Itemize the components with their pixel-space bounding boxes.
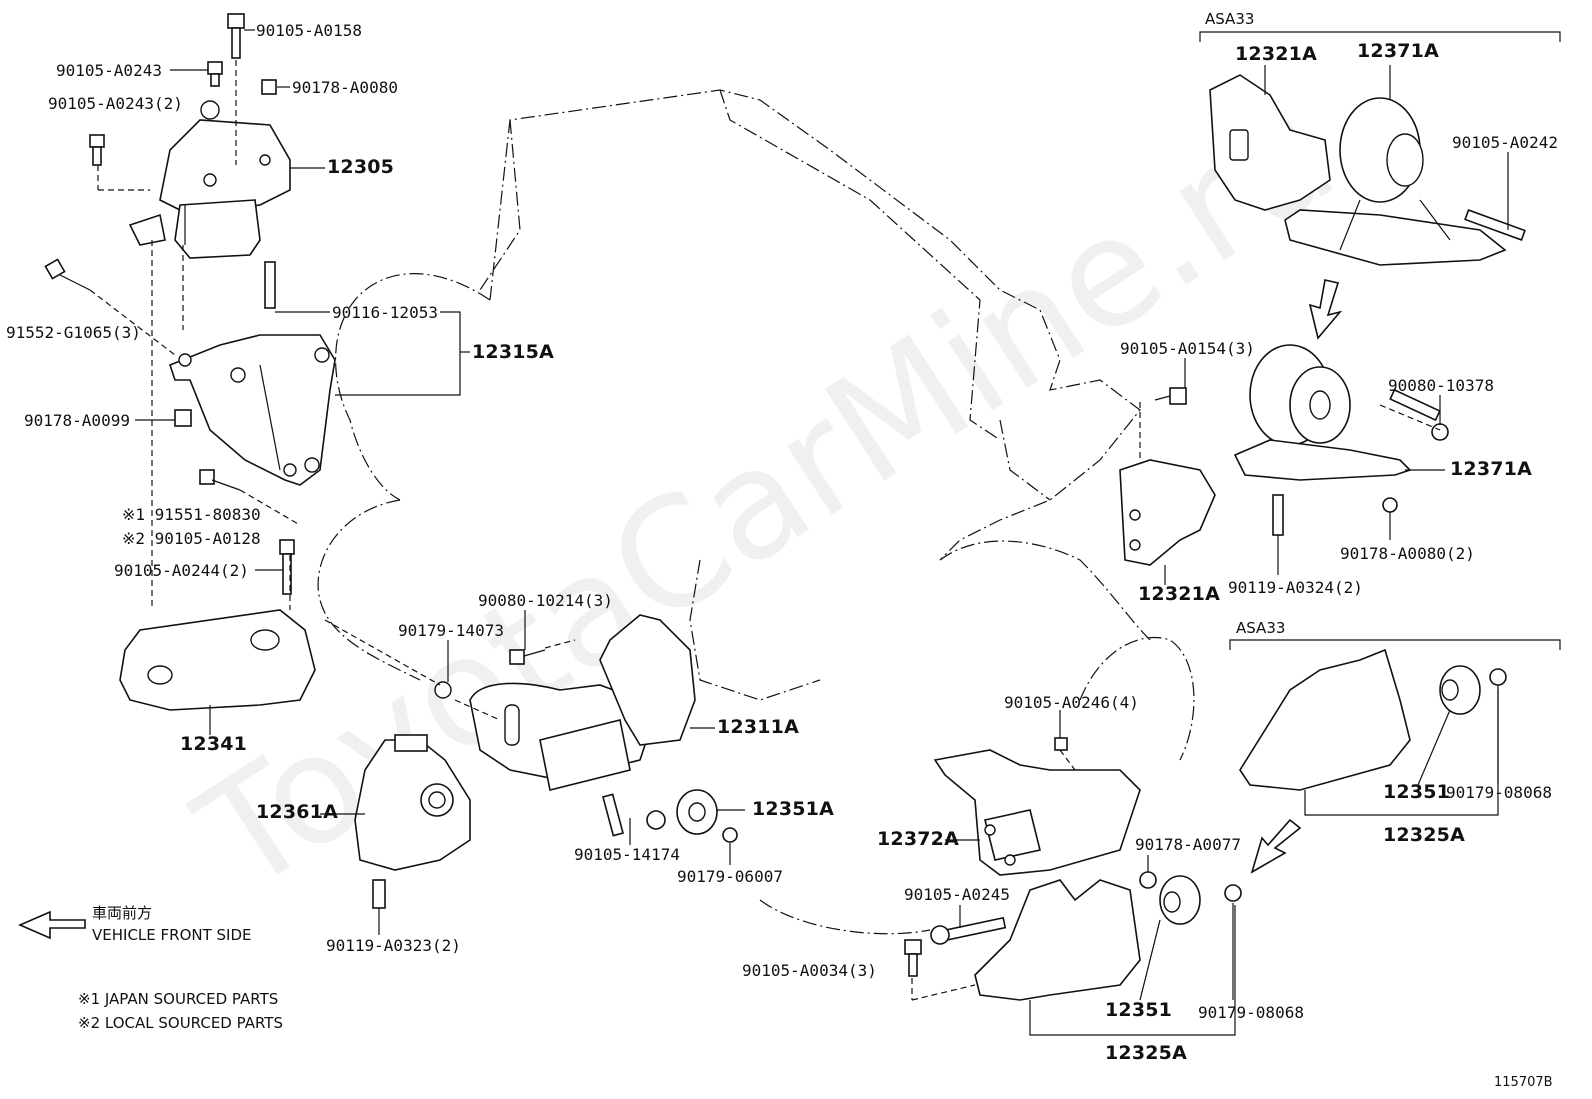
part-label-90105-A0154-3: 90105-A0154(3) (1120, 339, 1255, 358)
part-label-90105-A0034-3: 90105-A0034(3) (742, 961, 877, 980)
leader-lines (89, 31, 1561, 1036)
part-label-90179-06007: 90179-06007 (677, 867, 783, 886)
direction-arrows (17, 279, 1343, 940)
part-label-90178-A0080-2: 90178-A0080(2) (1340, 544, 1475, 563)
bracket-12321A (1119, 387, 1216, 566)
front-side-jp: 車両前方 (92, 904, 153, 922)
bracket-12311A (434, 614, 696, 791)
part-label-12351-bottom: 12351 (1105, 999, 1173, 1021)
part-label-90119-A0324-2: 90119-A0324(2) (1228, 578, 1363, 597)
part-label-91551-80830: ※1 91551-80830 (122, 505, 261, 524)
part-label-90179-14073: 90179-14073 (398, 621, 504, 640)
bracket-12341 (119, 609, 316, 711)
part-label-90105-A0245: 90105-A0245 (904, 885, 1010, 904)
part-label-12305: 12305 (327, 156, 395, 178)
mount-12372A (933, 737, 1141, 876)
part-label-91552-G1065-3: 91552-G1065(3) (6, 323, 141, 342)
part-label-90105-A0128: ※2 90105-A0128 (122, 529, 261, 548)
engine-outline (317, 89, 1195, 935)
part-label-12325A-bottom: 12325A (1105, 1042, 1188, 1064)
part-label-90178-A0099: 90178-A0099 (24, 411, 130, 430)
part-label-12321A: 12321A (1138, 583, 1221, 605)
bracket-12325A-right (1239, 648, 1507, 791)
part-label-12371A: 12371A (1450, 458, 1533, 480)
part-label-90119-A0323-2: 90119-A0323(2) (326, 936, 461, 955)
variant-label-asa33-top: ASA33 (1205, 10, 1255, 28)
part-label-90105-A0242: 90105-A0242 (1452, 133, 1558, 152)
note-local-sourced: ※2 LOCAL SOURCED PARTS (78, 1014, 283, 1032)
front-side-en: VEHICLE FRONT SIDE (92, 926, 252, 944)
bracket-12315A (169, 334, 336, 486)
part-label-12321A-top: 12321A (1235, 43, 1318, 65)
label-leaders (135, 29, 1509, 1001)
front-arrow-icon (17, 910, 86, 940)
part-label-12311A: 12311A (717, 716, 800, 738)
part-label-90105-A0243-2: 90105-A0243(2) (48, 94, 183, 113)
part-label-90178-A0077: 90178-A0077 (1135, 835, 1241, 854)
mount-12305 (128, 100, 291, 259)
part-label-90105-A0158: 90105-A0158 (256, 21, 362, 40)
part-label-90080-10214-3: 90080-10214(3) (478, 591, 613, 610)
variant-label-asa33-mid: ASA33 (1236, 619, 1286, 637)
part-label-12351A: 12351A (752, 798, 835, 820)
part-label-90116-12053: 90116-12053 (332, 303, 438, 322)
part-label-90179-08068-right: 90179-08068 (1446, 783, 1552, 802)
part-label-12372A: 12372A (877, 828, 960, 850)
part-label-90105-A0243: 90105-A0243 (56, 61, 162, 80)
part-label-12361A: 12361A (256, 801, 339, 823)
part-label-90105-A0244-2: 90105-A0244(2) (114, 561, 249, 580)
bushing-12351A (602, 789, 738, 843)
part-label-90178-A0080: 90178-A0080 (292, 78, 398, 97)
part-label-12325A-right: 12325A (1383, 824, 1466, 846)
mount-12371A-top (1209, 74, 1526, 266)
part-label-12351-right: 12351 (1383, 781, 1451, 803)
note-japan-sourced: ※1 JAPAN SOURCED PARTS (78, 990, 279, 1008)
bolts-top-left (44, 13, 295, 595)
part-label-12341: 12341 (180, 733, 248, 755)
part-label-90179-08068-bottom: 90179-08068 (1198, 1003, 1304, 1022)
mount-12361A (354, 734, 471, 909)
figure-id: 115707B (1494, 1075, 1553, 1090)
bracket-12325A-bottom (904, 871, 1242, 1001)
part-label-90080-10378: 90080-10378 (1388, 376, 1494, 395)
part-label-90105-A0246-4: 90105-A0246(4) (1004, 693, 1139, 712)
part-label-90105-14174: 90105-14174 (574, 845, 680, 864)
mount-12371A (1233, 344, 1449, 536)
part-label-12371A-top: 12371A (1357, 40, 1440, 62)
part-label-12315A: 12315A (472, 341, 555, 363)
